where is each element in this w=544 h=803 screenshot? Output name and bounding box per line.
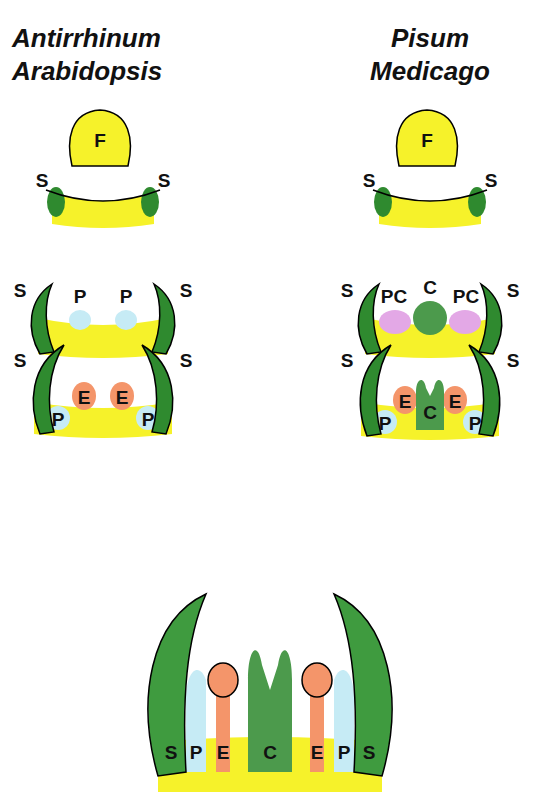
floral-meristem	[70, 110, 131, 166]
organ-letter: S	[341, 281, 354, 300]
organ-letter: S	[363, 743, 376, 762]
petal-stage	[31, 284, 174, 358]
organ-letter: S	[341, 351, 354, 370]
organ-letter: PC	[381, 287, 407, 306]
organ-letter: E	[116, 388, 129, 407]
organ-letter: PC	[453, 287, 479, 306]
organ-letter: E	[78, 388, 91, 407]
organ-letter: P	[74, 287, 87, 306]
organ-letter: S	[507, 351, 520, 370]
organ-letter: F	[421, 131, 433, 150]
organ-letter: P	[120, 287, 133, 306]
mature-flower	[148, 594, 392, 792]
organ-letter: S	[180, 281, 193, 300]
organ-letter: E	[311, 743, 324, 762]
organ-letter: F	[94, 131, 106, 150]
sepal-stage	[373, 187, 487, 228]
column-heading: Pisum Medicago	[360, 22, 500, 88]
organ-letter: P	[52, 410, 65, 429]
stamen-stage	[33, 345, 172, 438]
organ-letter: C	[423, 278, 437, 297]
organ-letter: C	[423, 403, 437, 422]
organ-letter: S	[165, 743, 178, 762]
floral-meristem	[397, 110, 458, 166]
organ-letter: P	[142, 410, 155, 429]
organ-letter: C	[263, 743, 277, 762]
organ-letter: E	[217, 743, 230, 762]
organ-letter: S	[36, 171, 49, 190]
sepal-stage	[46, 187, 160, 228]
organ-stage	[360, 345, 499, 440]
organ-letter: S	[180, 351, 193, 370]
organ-letter: E	[449, 392, 462, 411]
column-heading: Antirrhinum Arabidopsis	[12, 22, 202, 88]
organ-letter: S	[14, 351, 27, 370]
organ-letter: S	[363, 171, 376, 190]
organ-letter: S	[507, 281, 520, 300]
organ-letter: S	[14, 281, 27, 300]
organ-letter: P	[190, 743, 203, 762]
organ-letter: S	[158, 171, 171, 190]
organ-letter: P	[338, 743, 351, 762]
organ-letter: E	[399, 392, 412, 411]
organ-letter: P	[469, 414, 482, 433]
organ-letter: P	[379, 414, 392, 433]
organ-letter: S	[485, 171, 498, 190]
